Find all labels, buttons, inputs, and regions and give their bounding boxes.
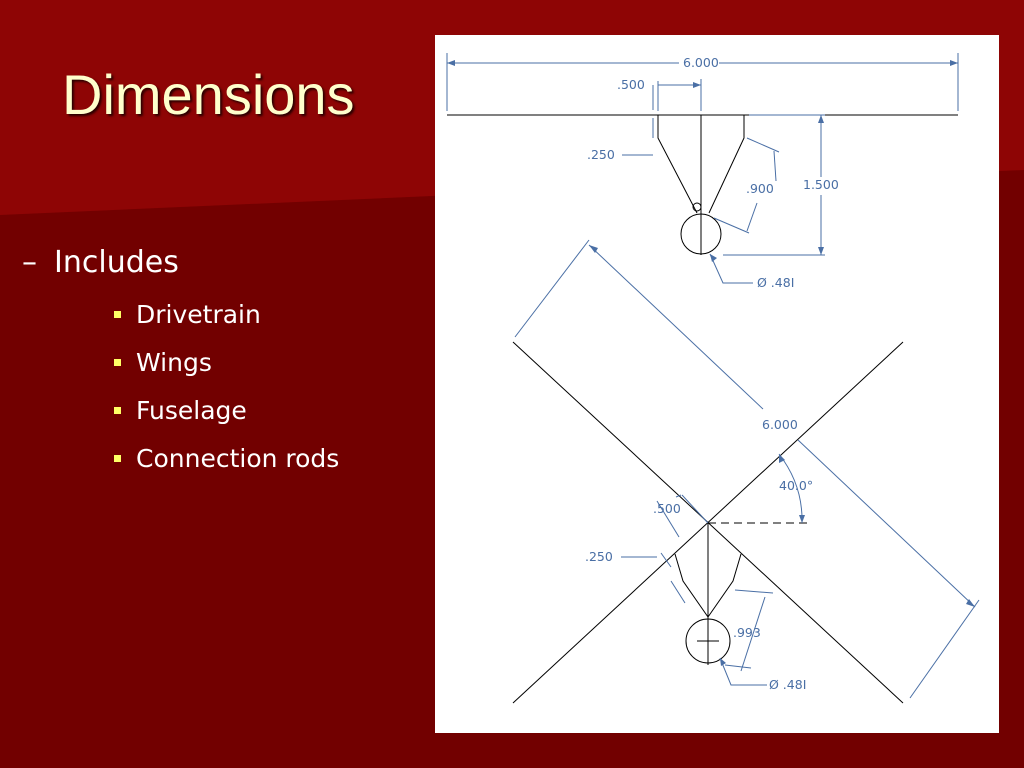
sub-bullet-text: Fuselage xyxy=(136,395,247,425)
bullet-text: Includes xyxy=(54,244,179,280)
bullet-list: – Includes Drivetrain Wings Fuselage Con… xyxy=(22,240,339,482)
top-width-label: 6.000 xyxy=(683,55,719,70)
bottom-angle-label: 40.0° xyxy=(779,478,813,493)
sub-bullet-text: Drivetrain xyxy=(136,299,261,329)
bottom-offset-label: .500 xyxy=(653,501,681,516)
dash-marker: – xyxy=(22,244,37,280)
sub-bullet-text: Wings xyxy=(136,347,212,377)
sub-bullet-drivetrain: Drivetrain xyxy=(114,290,339,338)
top-arm-length-label: .900 xyxy=(746,181,774,196)
square-bullet-icon xyxy=(114,406,121,414)
sub-bullet-wings: Wings xyxy=(114,338,339,386)
sub-bullet-list: Drivetrain Wings Fuselage Connection rod… xyxy=(22,290,339,482)
bottom-view: 6.000 40.0° .500 .250 .993 Ø .48I xyxy=(512,239,980,704)
top-height-label: 1.500 xyxy=(803,177,839,192)
square-bullet-icon xyxy=(114,310,121,318)
top-left-arm xyxy=(657,115,698,214)
sub-bullet-text: Connection rods xyxy=(136,443,340,473)
square-bullet-icon xyxy=(114,454,121,462)
square-bullet-icon xyxy=(114,358,121,366)
top-right-arm xyxy=(708,115,745,214)
bullet-includes: – Includes xyxy=(22,240,339,284)
top-hub-circle xyxy=(680,213,722,255)
bottom-diameter-label: Ø .48I xyxy=(769,677,806,692)
bottom-thickness-label: .250 xyxy=(585,549,613,564)
bottom-arm-length-label: .993 xyxy=(733,625,761,640)
bottom-left-fork xyxy=(674,553,709,618)
bottom-right-fork xyxy=(707,553,742,618)
technical-drawing: 6.000 .500 .250 .900 1.500 Ø .48I xyxy=(435,35,999,733)
sub-bullet-fuselage: Fuselage xyxy=(114,386,339,434)
drawing-svg: 6.000 .500 .250 .900 1.500 Ø .48I xyxy=(446,53,980,704)
top-offset-label: .500 xyxy=(617,77,645,92)
top-view: 6.000 .500 .250 .900 1.500 Ø .48I xyxy=(446,53,959,290)
bottom-length-label: 6.000 xyxy=(762,417,798,432)
top-small-hole xyxy=(692,202,702,212)
slide-title: Dimensions xyxy=(62,63,355,126)
bottom-hub-circle xyxy=(685,618,731,664)
sub-bullet-connection-rods: Connection rods xyxy=(114,434,339,482)
top-thickness-label: .250 xyxy=(587,147,615,162)
top-diameter-label: Ø .48I xyxy=(757,275,794,290)
